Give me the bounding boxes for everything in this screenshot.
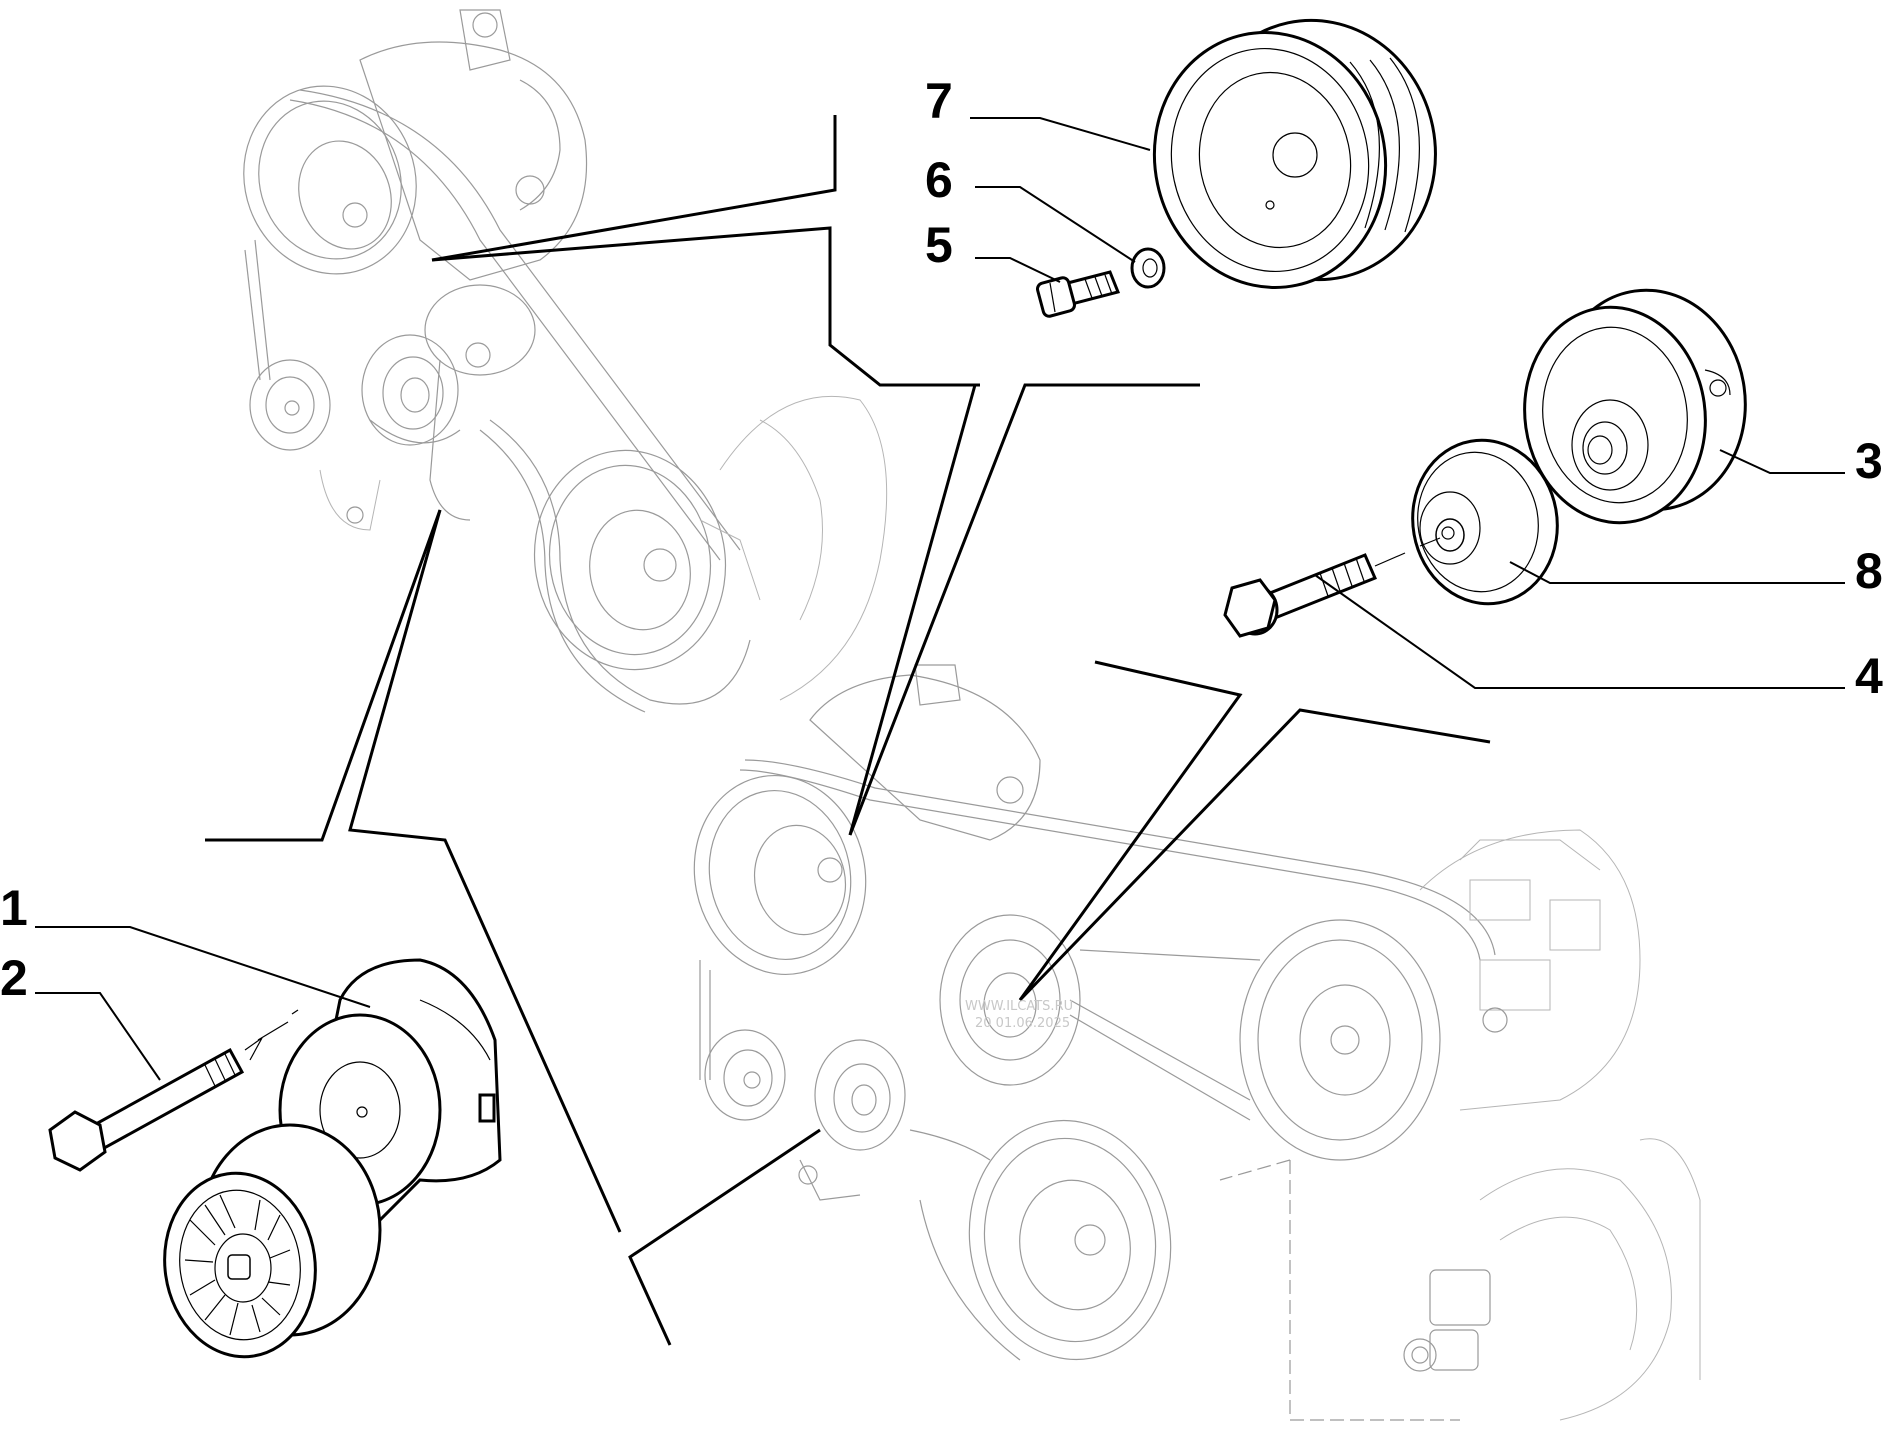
callout-2: 2 <box>0 950 28 1006</box>
part-2-bolt <box>48 1009 299 1172</box>
leader-2 <box>35 992 161 1081</box>
leader-6 <box>975 186 1136 263</box>
callout-3: 3 <box>1855 433 1883 489</box>
leader-8 <box>1509 561 1845 584</box>
callout-5: 5 <box>925 217 953 273</box>
callout-1: 1 <box>0 880 28 936</box>
part-4-bolt <box>1223 537 1441 638</box>
leader-5 <box>975 257 1061 283</box>
callout-6: 6 <box>925 152 953 208</box>
callout-labels: 1 2 3 4 5 6 7 8 <box>0 73 1883 1006</box>
leader-1 <box>35 926 371 1008</box>
watermark-line-1: WWW.ILCATS.RU <box>965 999 1073 1014</box>
callout-7: 7 <box>925 73 953 129</box>
part-7-pulley <box>1152 18 1437 289</box>
assembly-lines <box>205 115 1491 1346</box>
part-5-bolt <box>1035 270 1121 318</box>
part-3-idler-pulley <box>1523 288 1747 525</box>
callout-8: 8 <box>1855 543 1883 599</box>
part-1-tensioner <box>163 958 502 1359</box>
leader-3 <box>1719 449 1845 474</box>
callout-4: 4 <box>1855 648 1883 704</box>
engine-view-lower <box>693 664 1701 1421</box>
watermark: WWW.ILCATS.RU 20 01.06.2025 <box>965 999 1073 1031</box>
engine-view-upper <box>243 9 888 713</box>
callout-leaders <box>35 117 1845 1081</box>
part-8-cover <box>1411 438 1559 606</box>
leader-4 <box>1314 574 1845 689</box>
watermark-line-2: 20 01.06.2025 <box>975 1016 1070 1031</box>
part-6-washer <box>1130 247 1166 289</box>
leader-7 <box>970 117 1151 151</box>
